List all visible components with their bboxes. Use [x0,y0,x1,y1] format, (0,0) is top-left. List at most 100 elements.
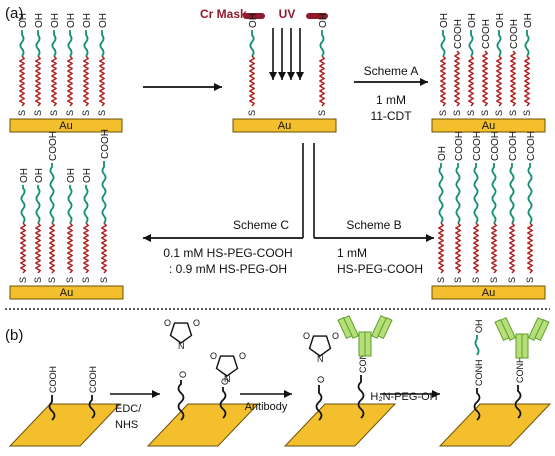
succinimide-ring [215,355,239,377]
peg-chain [20,185,26,224]
scheme-a-reagent: 11-CDT [370,109,412,123]
alkyl-chain [19,55,25,107]
uv-label: UV [279,7,296,21]
gold-substrate-bar [9,118,123,133]
oh-label: OH [34,168,45,183]
alkyl-chain [83,222,89,274]
conh-label: CONH [358,347,368,374]
o-label: O [210,351,217,361]
s-label: S [17,110,27,116]
alkyl-chain [51,55,57,107]
s-label: S [522,110,532,116]
arrow-head [432,390,440,398]
alkyl-chain [482,50,488,107]
alkyl-chain [49,222,55,274]
oh-label: OH [34,13,45,28]
s-label: S [81,277,91,283]
scheme-c-line2: : 0.9 mM HS-PEG-OH [169,262,287,276]
arrow-edc-nhs [110,390,160,398]
antibody-icon-1 [337,315,393,357]
alkyl-chain [473,222,479,274]
uv-ray [278,28,286,80]
alkyl-chain [35,222,41,274]
arrow-head [287,72,295,80]
uv-ray [287,28,295,80]
gold-substrate-bar [232,118,337,133]
oh-label: OH [437,146,448,161]
thiol-molecule: S OH [65,13,77,116]
n-label: N [178,341,185,351]
peg-chain [440,30,446,57]
alkyl-chain [35,55,41,107]
thiol-molecule: SOH [33,13,45,116]
uv-ray [296,28,304,80]
arrow-peg [380,390,440,398]
alkyl-chain [527,222,533,274]
linker-chain [357,375,365,419]
gold-substrate: Au [431,285,546,300]
scheme-a-title: Scheme A [364,64,419,78]
oh-label: OH [318,13,329,28]
linker-chain [514,385,522,419]
alkyl-chain [454,50,460,107]
oh-label: OH [439,13,450,28]
fab-arm [337,317,353,339]
s-label: S [471,277,481,283]
gold-plate-1 [8,403,122,447]
cr-mask-left [243,13,265,19]
peg-chain [49,163,55,224]
linker-chain [88,395,96,419]
s-label: S [81,110,91,116]
uv-ray [269,28,277,80]
thiol-molecule: SOH [438,13,450,116]
peg-chain [249,30,255,57]
linker-chain [315,385,323,421]
linker-chain [473,388,481,421]
arrow-head [214,83,222,91]
thiol-molecule: SOH [494,13,506,116]
peg-chain [527,163,533,224]
peg-chain [19,30,25,57]
peg-chain [101,161,107,224]
peg-chain [83,30,89,57]
s-label: S [33,277,43,283]
peg-chain [496,30,502,57]
s-label: S [525,277,535,283]
thiol-molecule: SOH [522,13,534,116]
s-label: S [317,110,327,116]
o-label: O [303,331,310,341]
gold-substrate: Au [431,118,546,133]
s-label: S [65,277,75,283]
antibody-step-label: Antibody [245,401,288,413]
succinimide-ring [169,322,193,344]
peg-chain [468,30,474,57]
cooh-label: COOH [490,131,501,161]
cooh-label: COOH [48,366,58,393]
gold-substrate-bar [9,285,124,300]
conh-label: CONH [515,357,525,384]
panel-a-label: (a) [5,5,23,22]
peg-chain [438,163,444,224]
scheme-b-line2: HS-PEG-COOH [337,262,423,276]
thiol-molecule: S OH [81,168,93,283]
arrow-head [278,72,286,80]
arrow-head [420,78,428,86]
scheme-c-title: Scheme C [233,218,289,232]
s-label: S [452,110,462,116]
arrow-head [296,72,304,80]
arrow-scheme-b [314,234,434,242]
o-label: O [164,318,171,328]
s-label: S [65,110,75,116]
gold-substrate-bar [431,118,546,133]
s-label: S [47,277,57,283]
s-label: S [436,277,446,283]
oh-label: OH [82,168,93,183]
oh-label: OH [98,13,109,28]
arrow-scheme-a [354,78,428,86]
o-label: O [239,351,246,361]
n-label: N [317,354,324,364]
oh-label: OH [66,13,77,28]
oh-label: OH [19,168,30,183]
